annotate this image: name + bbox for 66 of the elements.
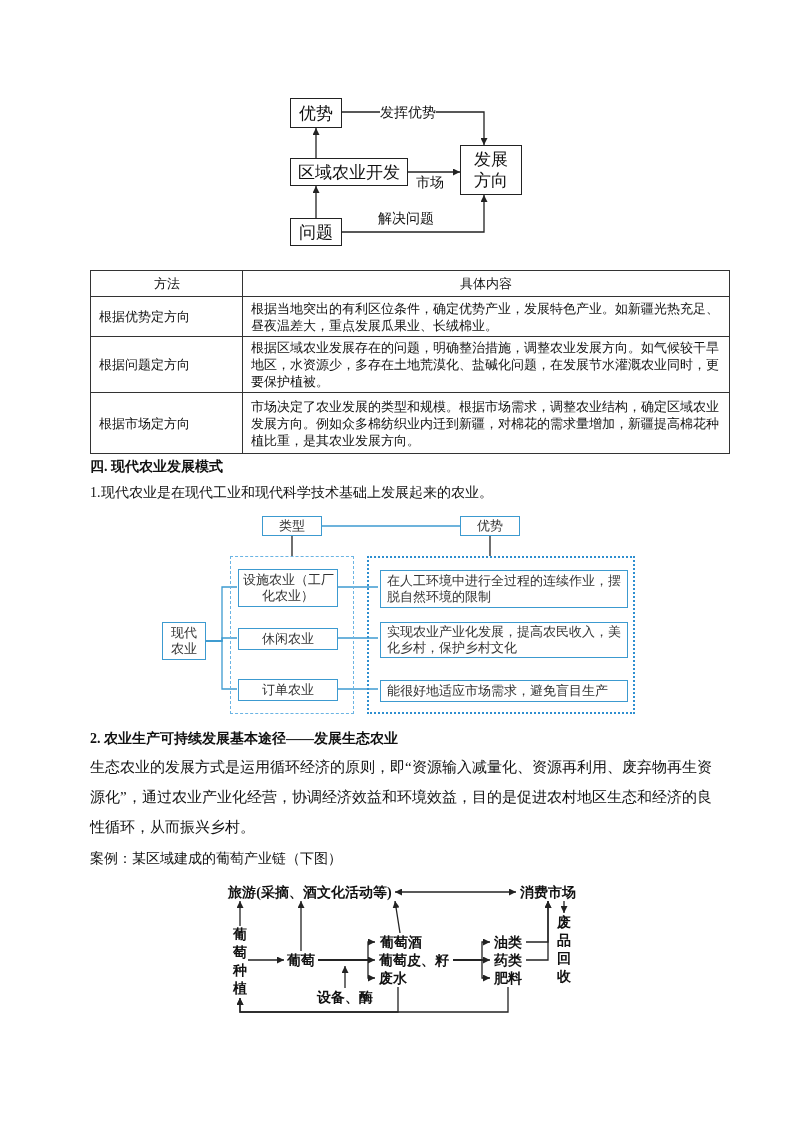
arrow [392, 900, 401, 934]
connector-line [321, 525, 461, 527]
paragraph: 1.现代农业是在现代工业和现代科学技术基础上发展起来的农业。 [90, 484, 494, 502]
table-cell: 根据市场定方向 [90, 392, 243, 454]
process-box: 发展方向 [460, 145, 522, 195]
arrow [236, 986, 509, 1013]
arrow [312, 127, 320, 159]
text-label: 肥料 [490, 969, 526, 987]
text-label: 设备、酶 [312, 988, 378, 1006]
section-heading: 2. 农业生产可持续发展基本途径——发展生态农业 [90, 730, 399, 748]
connector-line [336, 637, 379, 639]
connector-line [291, 535, 293, 557]
arrow [407, 168, 461, 176]
description-box: 能很好地适应市场需求，避免盲目生产 [380, 680, 628, 702]
arrow [236, 900, 244, 927]
table-cell: 根据问题定方向 [90, 336, 243, 393]
arrow [341, 194, 488, 233]
description-box: 实现农业产业化发展，提高农民收入，美化乡村，保护乡村文化 [380, 622, 628, 658]
text-label: 废水 [375, 969, 411, 987]
text-label: 葡萄酒 [375, 933, 427, 951]
text-label: 旅游(采摘、酒文化活动等) [225, 883, 395, 901]
text-label: 葡萄种植 [232, 926, 248, 998]
arrow [452, 959, 491, 982]
arrow [394, 888, 517, 896]
connector-line [205, 640, 238, 690]
arrow [247, 956, 285, 964]
category-box: 订单农业 [238, 679, 338, 701]
description-box: 在人工环境中进行全过程的连续作业，摆脱自然环境的限制 [380, 570, 628, 608]
edge-label: 解决问题 [378, 210, 434, 228]
edge-label: 发挥优势 [380, 104, 436, 122]
process-box: 区域农业开发 [290, 158, 408, 186]
text-label: 药类 [490, 951, 526, 969]
category-box: 休闲农业 [238, 628, 338, 650]
process-box: 问题 [290, 218, 342, 246]
connector-line [336, 586, 379, 588]
category-box: 现代农业 [162, 622, 206, 660]
process-box: 优势 [290, 98, 342, 128]
dotted-group-frame [367, 556, 635, 714]
arrow [341, 111, 488, 146]
text-label: 葡萄皮、籽 [375, 951, 453, 969]
text-label: 葡萄 [284, 951, 318, 969]
arrow [297, 900, 305, 952]
connector-line [336, 688, 379, 690]
text-label: 消费市场 [516, 883, 580, 901]
text-label: 油类 [490, 933, 526, 951]
edge-label: 市场 [416, 174, 444, 192]
table-cell: 市场决定了农业发展的类型和规模。根据市场需求，调整农业结构，确定区域农业发展方向。例如众多棉纺织业内迁到新疆，对棉花的需求量增加，新疆提高棉花种植比重，是其农业发展方向。 [242, 392, 730, 454]
category-box: 设施农业（工厂化农业） [238, 569, 338, 607]
table-cell: 根据当地突出的有利区位条件，确定优势产业，发展特色产业。如新疆光热充足、昼夜温差大，重点发展瓜果业、长绒棉业。 [242, 296, 730, 337]
text-label: 废品回收 [556, 913, 572, 987]
table-cell: 根据优势定方向 [90, 296, 243, 337]
connector-line [489, 535, 491, 557]
arrow [317, 959, 376, 982]
arrow [312, 185, 320, 219]
category-box: 类型 [262, 516, 322, 536]
paragraph: 案例：某区域建成的葡萄产业链（下图） [90, 850, 343, 868]
dashed-group-frame [230, 556, 354, 714]
table-header-cell: 具体内容 [242, 270, 730, 297]
arrow [341, 965, 349, 989]
arrow [560, 900, 568, 914]
table-cell: 根据区域农业发展存在的问题，明确整治措施，调整农业发展方向。如气候较干旱地区，水资源少，多存在土地荒漠化、盐碱化问题，在发展节水灌溉农业同时，更要保护植被。 [242, 336, 730, 393]
table-header-cell: 方法 [90, 270, 243, 297]
arrow [525, 900, 552, 961]
paragraph: 生态农业的发展方式是运用循环经济的原则，即“资源输入减量化、资源再利用、废弃物再生资源化”，通过农业产业化经营，协调经济效益和环境效益，目的是促进农村地区生态和经济的良性循环，从而振兴乡村。 [90, 758, 713, 837]
section-heading: 四. 现代农业发展模式 [90, 458, 224, 476]
category-box: 优势 [460, 516, 520, 536]
